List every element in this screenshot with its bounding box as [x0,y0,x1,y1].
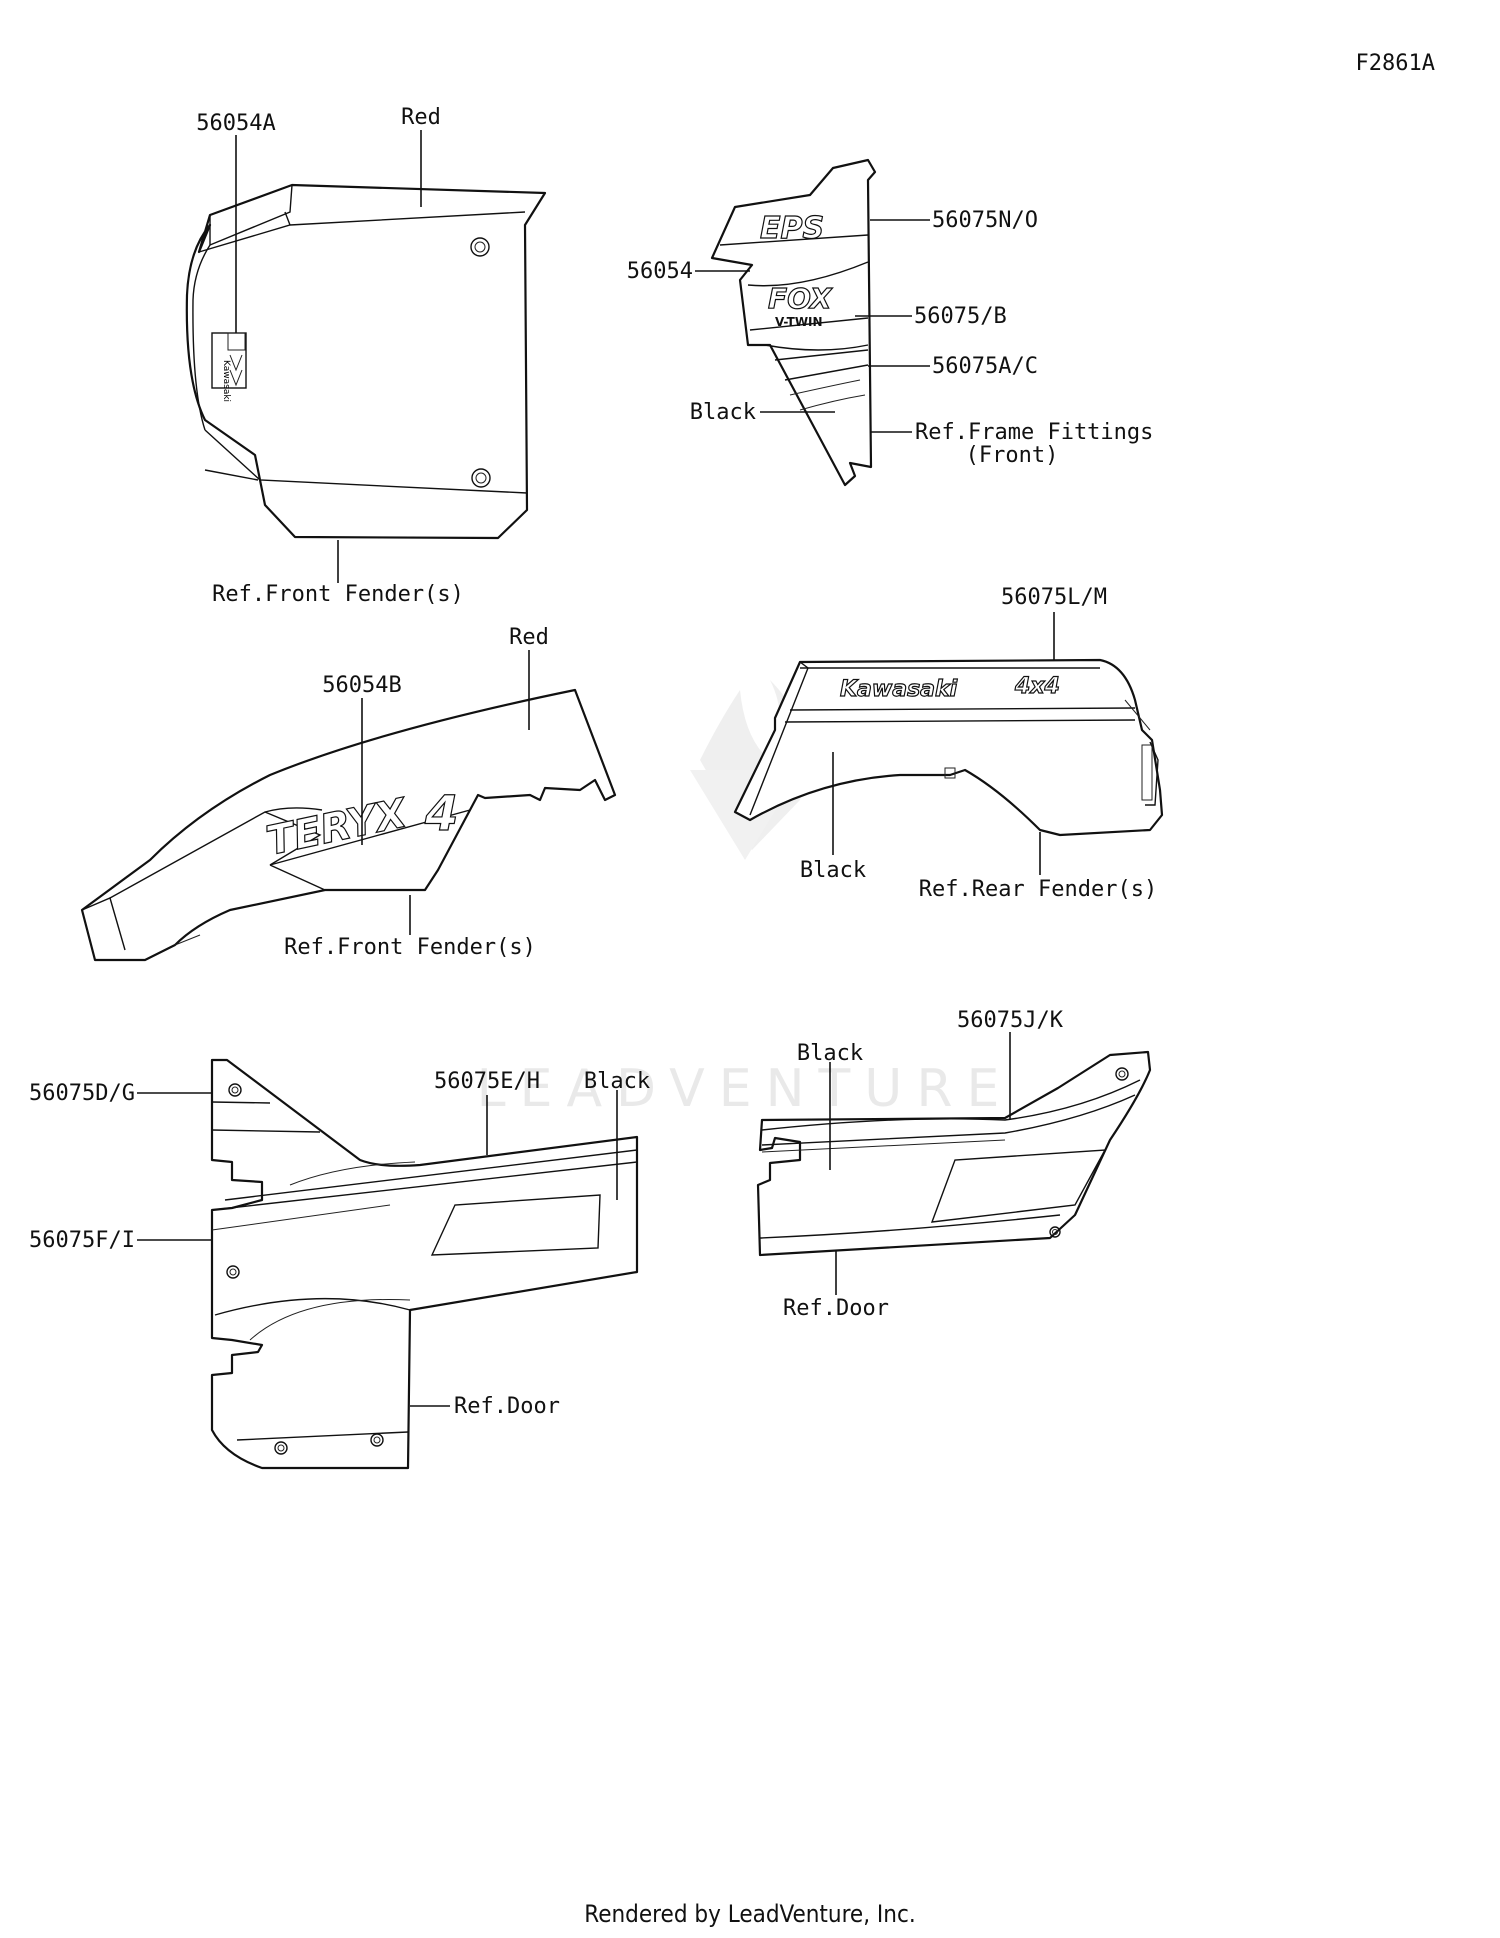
kawasaki-vertical-text: Kawasaki [221,360,231,402]
label-black-door-right: Black [797,1041,863,1066]
label-56075n-o: 56075N/O [932,208,1038,233]
label-56075e-h: 56075E/H [434,1069,540,1094]
label-56075j-k: 56075J/K [957,1008,1064,1033]
label-56075f-i: 56075F/I [29,1228,135,1253]
vtwin-logo: V-TWIN [775,315,823,329]
label-black-rear: Black [800,858,866,883]
4x4-logo: 4x4 [1014,674,1060,699]
label-56075a-c: 56075A/C [932,354,1038,379]
footer-credit: Rendered by LeadVenture, Inc. [584,1900,916,1928]
label-black-frame: Black [690,400,756,425]
kawasaki-logo: Kawasaki [840,677,958,702]
frame-fittings-front: EPS FOX V-TWIN 56075N/O 56054 56075/B 56… [627,158,1153,487]
front-fender-top-view: Kawasaki 56054A Red Ref.Front Fender(s) [185,105,547,607]
label-56054b: 56054B [322,673,401,698]
label-ref-frame-fittings: Ref.Frame Fittings [915,420,1153,445]
label-red-side: Red [509,625,549,650]
door-panel-right: 56075J/K Black Ref.Door [756,1008,1152,1321]
label-red-top: Red [401,105,441,130]
front-fender-side-view: TERYX 4 56054B Red Ref.Front Fender(s) [80,625,617,962]
label-ref-door-right: Ref.Door [783,1296,889,1321]
label-56054: 56054 [627,259,693,284]
fox-logo: FOX [768,282,833,315]
figure-id: F2861A [1356,51,1435,76]
label-56075-b: 56075/B [914,304,1007,329]
teryx-4-logo: 4 [424,786,458,842]
label-ref-rear-fender: Ref.Rear Fender(s) [919,877,1157,902]
watermark-text: LEADVENTURE [477,1059,1014,1119]
door-panel-left: 56075D/G 56075E/H Black 56075F/I Ref.Doo… [29,1058,650,1470]
eps-logo: EPS [760,211,824,246]
label-black-door-left: Black [584,1069,650,1094]
label-56075d-g: 56075D/G [29,1081,135,1106]
label-ref-door-left: Ref.Door [454,1394,560,1419]
label-ref-front-fender-top: Ref.Front Fender(s) [212,582,464,607]
label-front-paren: (Front) [966,443,1059,468]
label-ref-front-fender-side: Ref.Front Fender(s) [284,935,536,960]
label-56075l-m: 56075L/M [1001,585,1107,610]
rear-fender: Kawasaki 4x4 56075L/M Black Ref.Rear Fen… [733,585,1164,902]
label-56054a: 56054A [196,111,275,136]
